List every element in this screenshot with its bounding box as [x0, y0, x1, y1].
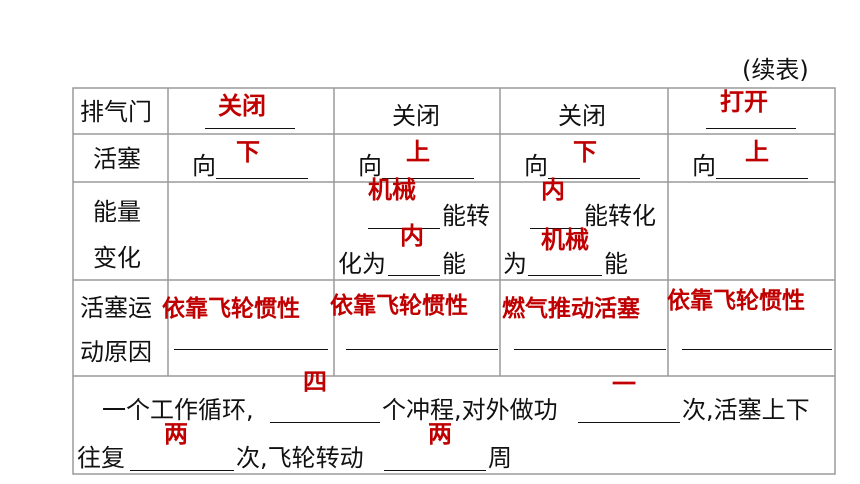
row-label-energy-line2: 变化 [93, 244, 141, 272]
energy-col2-answer-2: 内 [400, 222, 424, 250]
piston-blank-4 [716, 178, 808, 179]
energy-col3-answer-1: 内 [541, 176, 565, 204]
energy-col3-text-1: 能转化 [584, 202, 656, 230]
piston-answer-3: 下 [573, 138, 597, 166]
valve-blank-4 [706, 128, 796, 129]
row-label-energy-line1: 能量 [93, 198, 141, 226]
row-label-cause-line1: 活塞运 [80, 294, 152, 322]
energy-col2-text-3: 能 [442, 250, 466, 278]
energy-col2-answer-1: 机械 [368, 176, 416, 204]
piston-blank-1 [216, 178, 308, 179]
row-label-piston: 活塞 [93, 145, 141, 173]
summary-text-3: 次,活塞上下 [682, 396, 810, 424]
valve-blank-1 [205, 128, 295, 129]
summary-blank-strokes [270, 422, 380, 423]
piston-blank-2 [382, 178, 474, 179]
cause-blank-3 [514, 349, 666, 350]
row-label-valve: 排气门 [80, 98, 152, 126]
cause-answer-4: 依靠飞轮惯性 [667, 288, 805, 314]
energy-col3-answer-2: 机械 [541, 226, 589, 254]
piston-prefix-1: 向 [192, 152, 216, 180]
cause-blank-1 [174, 349, 328, 350]
cause-answer-2: 依靠飞轮惯性 [330, 293, 468, 319]
summary-text-6: 周 [488, 444, 512, 472]
piston-answer-1: 下 [236, 138, 260, 166]
summary-answer-strokes: 四 [303, 368, 327, 396]
summary-blank-work [578, 422, 680, 423]
table-continued-caption: (续表) [742, 56, 809, 84]
summary-answer-turns: 两 [428, 420, 452, 448]
summary-answer-work: 一 [612, 370, 636, 398]
summary-text-2: 个冲程,对外做功 [382, 396, 558, 424]
cause-blank-2 [346, 349, 498, 350]
piston-answer-4: 上 [745, 138, 769, 166]
energy-col3-blank-2 [528, 275, 602, 276]
summary-text-4: 往复 [77, 444, 125, 472]
valve-answer-4: 打开 [720, 88, 768, 116]
energy-col3-text-3: 能 [604, 250, 628, 278]
energy-col2-blank-2 [388, 275, 440, 276]
valve-state-2: 关闭 [392, 102, 440, 130]
row-label-cause-line2: 动原因 [80, 338, 152, 366]
summary-blank-turns [384, 470, 486, 471]
energy-col2-text-1: 能转 [442, 202, 490, 230]
energy-col3-text-2: 为 [503, 250, 527, 278]
summary-text-5: 次,飞轮转动 [236, 444, 364, 472]
piston-blank-3 [548, 178, 640, 179]
energy-col3-blank-1 [530, 228, 582, 229]
cause-blank-4 [682, 349, 832, 350]
cause-answer-3: 燃气推动活塞 [502, 296, 640, 322]
valve-answer-1: 关闭 [218, 92, 266, 120]
piston-prefix-2: 向 [358, 152, 382, 180]
summary-blank-reciprocations [130, 470, 234, 471]
energy-col2-blank-1 [368, 228, 440, 229]
energy-col2-text-2: 化为 [338, 250, 386, 278]
piston-prefix-3: 向 [524, 152, 548, 180]
piston-answer-2: 上 [406, 138, 430, 166]
summary-answer-reciprocations: 两 [164, 420, 188, 448]
valve-state-3: 关闭 [558, 102, 606, 130]
piston-prefix-4: 向 [692, 152, 716, 180]
summary-text-1: 一个工作循环, [102, 396, 254, 424]
cause-answer-1: 依靠飞轮惯性 [162, 296, 300, 322]
